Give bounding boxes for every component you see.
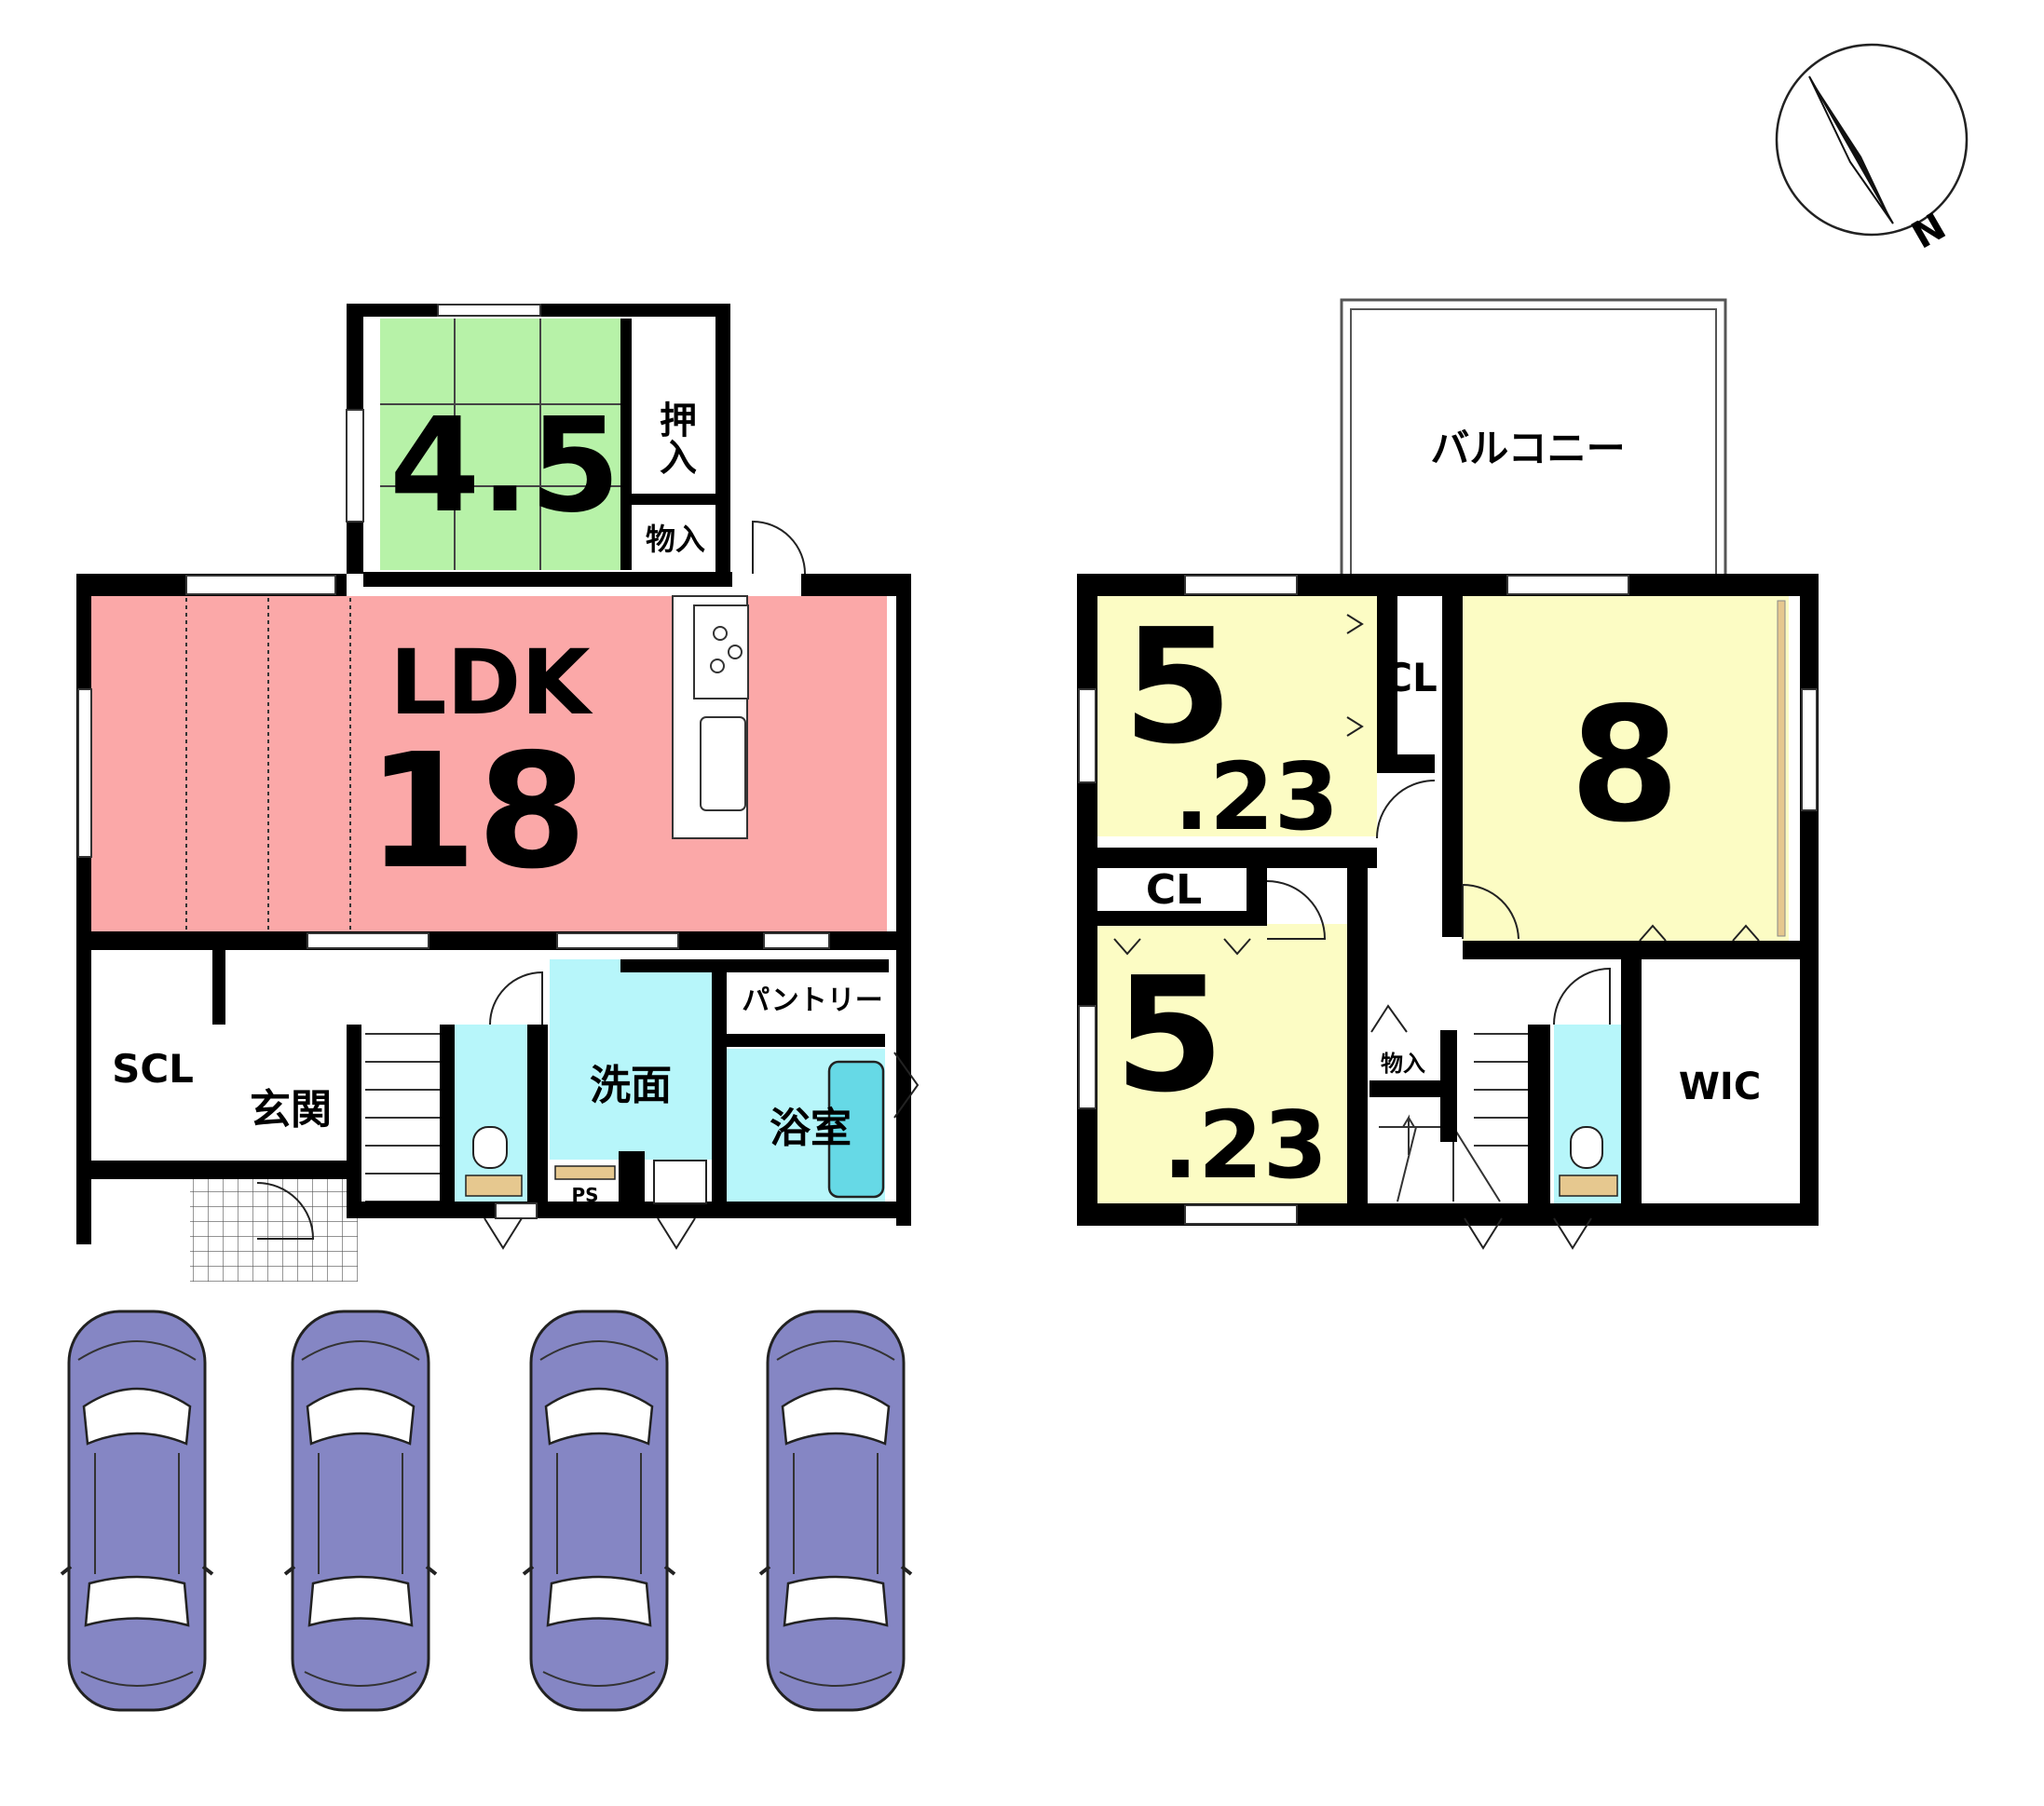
bedroom-c-size: 8: [1570, 673, 1680, 858]
compass: N: [1775, 43, 1969, 258]
toilet-2: [1554, 1025, 1627, 1203]
toilet-1: [455, 1025, 527, 1202]
entry-tile: [190, 1179, 358, 1282]
scl-label: SCL: [112, 1046, 194, 1092]
yokushitsu-label: 浴室: [770, 1105, 852, 1152]
senmen-room: [550, 959, 712, 1160]
bedroom-a-dec: .23: [1174, 742, 1339, 851]
genkan-label: 玄関: [250, 1086, 332, 1134]
bedroom-b-int: 5: [1114, 944, 1224, 1128]
ldk-label: LDK: [389, 631, 593, 735]
car-icon: [60, 1310, 214, 1712]
cl-upper-label: CL: [1383, 655, 1438, 700]
floor2: バルコニー 5 .23 5 .23 8 CL CL 物入 WIC: [1077, 298, 1819, 1250]
bedroom-b: [1097, 924, 1349, 1203]
bedroom-a: [1097, 596, 1377, 836]
floor1: 4.5 押入 物入 LDK 18 SCL 玄関 洗面 浴室 パントリー PS: [76, 304, 920, 1282]
bedroom-b-dec: .23: [1163, 1091, 1328, 1200]
washitsu-room: [380, 319, 620, 570]
cl-lower-label: CL: [1146, 866, 1202, 914]
mono-ire-label-1: 物入: [646, 522, 705, 557]
balcony-label: バルコニー: [1430, 426, 1625, 471]
parking: [60, 1310, 913, 1712]
mono-ire-label-2: 物入: [1381, 1051, 1425, 1077]
oshiire-label: 押入: [653, 401, 697, 475]
bedroom-a-int: 5: [1123, 595, 1233, 780]
pantry-label: パントリー: [742, 984, 883, 1017]
ldk-size: 18: [367, 720, 588, 904]
ldk-room: [91, 596, 887, 931]
ps-label: PS: [571, 1184, 598, 1206]
car-icon: [522, 1310, 676, 1712]
senmen-label: 洗面: [590, 1062, 672, 1109]
wic-label: WIC: [1679, 1066, 1761, 1108]
washitsu-size: 4.5: [389, 390, 620, 542]
car-icon: [283, 1310, 438, 1712]
car-icon: [758, 1310, 913, 1712]
balcony: [1340, 298, 1727, 581]
bedroom-c: [1463, 596, 1789, 941]
